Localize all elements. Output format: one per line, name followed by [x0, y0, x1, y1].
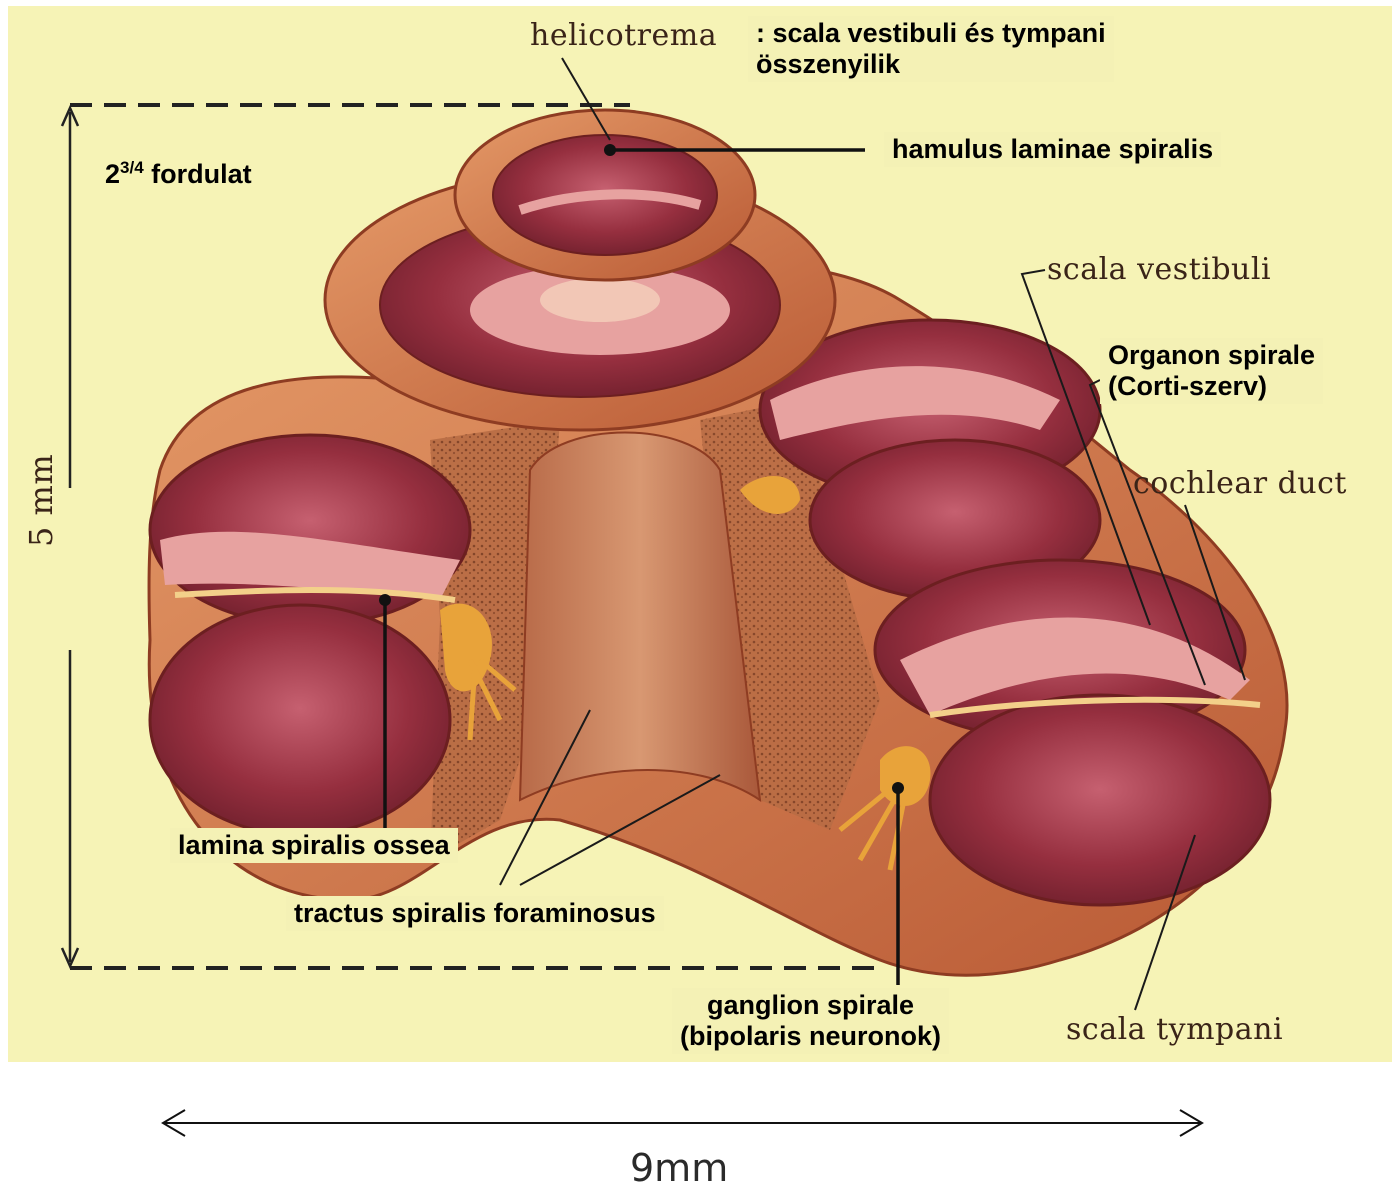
turns-label: 23/4 fordulat [105, 158, 252, 190]
lamina-label: lamina spiralis ossea [170, 828, 458, 863]
ganglion-line1: ganglion spirale [680, 990, 941, 1021]
width-label: 9mm [630, 1146, 728, 1190]
scala-tympani-label: scala tympani [1066, 1012, 1283, 1047]
cochlear-duct-label: cochlear duct [1133, 466, 1347, 501]
helicotrema-note: : scala vestibuli és tympani összenyilik [748, 16, 1114, 82]
helicotrema-note-line1: : scala vestibuli és tympani [756, 18, 1106, 49]
tractus-label: tractus spiralis foraminosus [286, 896, 664, 931]
scala-vestibuli-label: scala vestibuli [1047, 252, 1271, 287]
left-lower-cavity [150, 605, 450, 835]
turns-word: fordulat [144, 159, 252, 189]
organon-line1: Organon spirale [1108, 340, 1315, 371]
organon-spirale-label: Organon spirale (Corti-szerv) [1100, 338, 1323, 404]
helicotrema-note-line2: összenyilik [756, 49, 1106, 80]
right-basal-lower-cavity [930, 695, 1270, 905]
turns-base: 2 [105, 159, 120, 189]
organon-line2: (Corti-szerv) [1108, 371, 1315, 402]
helicotrema-label: helicotrema [530, 18, 717, 53]
ganglion-label: ganglion spirale (bipolaris neuronok) [672, 988, 949, 1054]
height-label: 5 mm [22, 454, 60, 547]
turns-sup: 3/4 [120, 158, 144, 177]
ganglion-line2: (bipolaris neuronok) [680, 1021, 941, 1052]
hamulus-label: hamulus laminae spiralis [884, 132, 1221, 167]
